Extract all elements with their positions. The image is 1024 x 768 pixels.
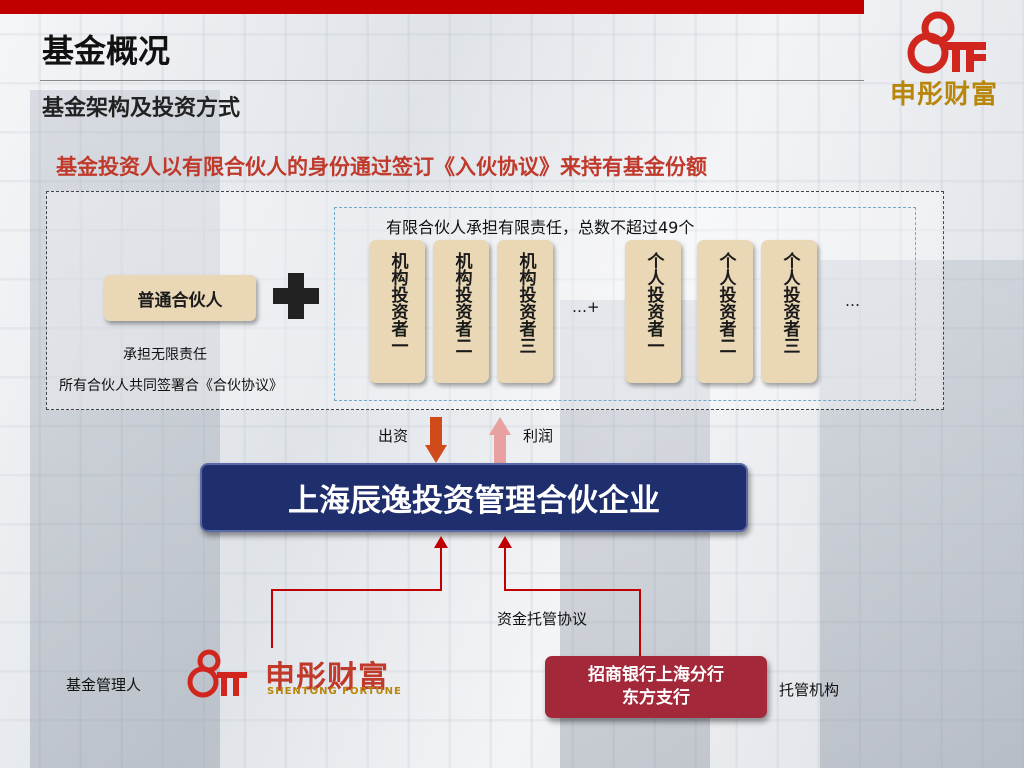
top-accent-bar (0, 0, 864, 14)
headline-statement: 基金投资人以有限合伙人的身份通过签订《入伙协议》来持有基金份额 (56, 155, 707, 179)
partnership-enterprise-name: 上海辰逸投资管理合伙企业 (288, 483, 660, 519)
individual-investor-1: 个人投资者一 (625, 240, 681, 383)
general-partner-box: 普通合伙人 (104, 275, 256, 321)
title-divider (40, 80, 864, 81)
general-partner-label: 普通合伙人 (137, 290, 223, 311)
investor-label: 机构投资者二 (451, 252, 472, 354)
investor-label: 个人投资者三 (779, 252, 800, 354)
more-investors-plus: …+ (572, 298, 600, 316)
page-subtitle: 基金架构及投资方式 (42, 96, 241, 121)
plus-icon-vertical (288, 273, 304, 319)
institutional-investor-2: 机构投资者二 (433, 240, 489, 383)
custodian-bank-name: 招商银行上海分行 (588, 665, 724, 686)
institutional-investor-3: 机构投资者三 (497, 240, 553, 383)
custody-agreement-label: 资金托管协议 (497, 610, 588, 628)
individual-investor-3: 个人投资者三 (761, 240, 817, 383)
background-building (30, 90, 220, 768)
manager-logo-subtext: SHENTONG FORTUNE (267, 686, 402, 697)
custodian-role-label: 托管机构 (779, 681, 840, 699)
investor-label: 机构投资者一 (387, 252, 408, 354)
investor-label: 个人投资者二 (715, 252, 736, 354)
profit-flow-label: 利润 (523, 427, 554, 445)
profit-up-arrow-icon (489, 417, 511, 463)
brand-logo-icon (907, 11, 986, 74)
partnership-agreement-note: 所有合伙人共同签署合《合伙协议》 (59, 378, 283, 394)
general-partner-liability-note: 承担无限责任 (123, 347, 207, 363)
institutional-investor-1: 机构投资者一 (369, 240, 425, 383)
capital-flow-label: 出资 (378, 427, 409, 445)
background-building (820, 260, 1024, 768)
individual-investor-2: 个人投资者二 (697, 240, 753, 383)
partnership-enterprise-box: 上海辰逸投资管理合伙企业 (200, 463, 748, 532)
more-investors-ellipsis: … (845, 292, 860, 310)
page-title: 基金概况 (42, 32, 171, 70)
capital-down-arrow-icon (425, 417, 447, 463)
fund-manager-label: 基金管理人 (66, 676, 142, 694)
limited-partners-caption: 有限合伙人承担有限责任，总数不超过49个 (386, 218, 695, 237)
manager-logo-text: 申彤财富 (265, 660, 389, 695)
limited-partners-frame (334, 207, 916, 401)
custodian-bank-branch: 东方支行 (622, 688, 690, 708)
investor-label: 个人投资者一 (643, 252, 664, 354)
investor-label: 机构投资者三 (515, 252, 536, 354)
brand-logo-text: 申彤财富 (890, 80, 999, 110)
custodian-bank-box: 招商银行上海分行 东方支行 (545, 656, 767, 718)
manager-logo-icon (187, 649, 247, 698)
